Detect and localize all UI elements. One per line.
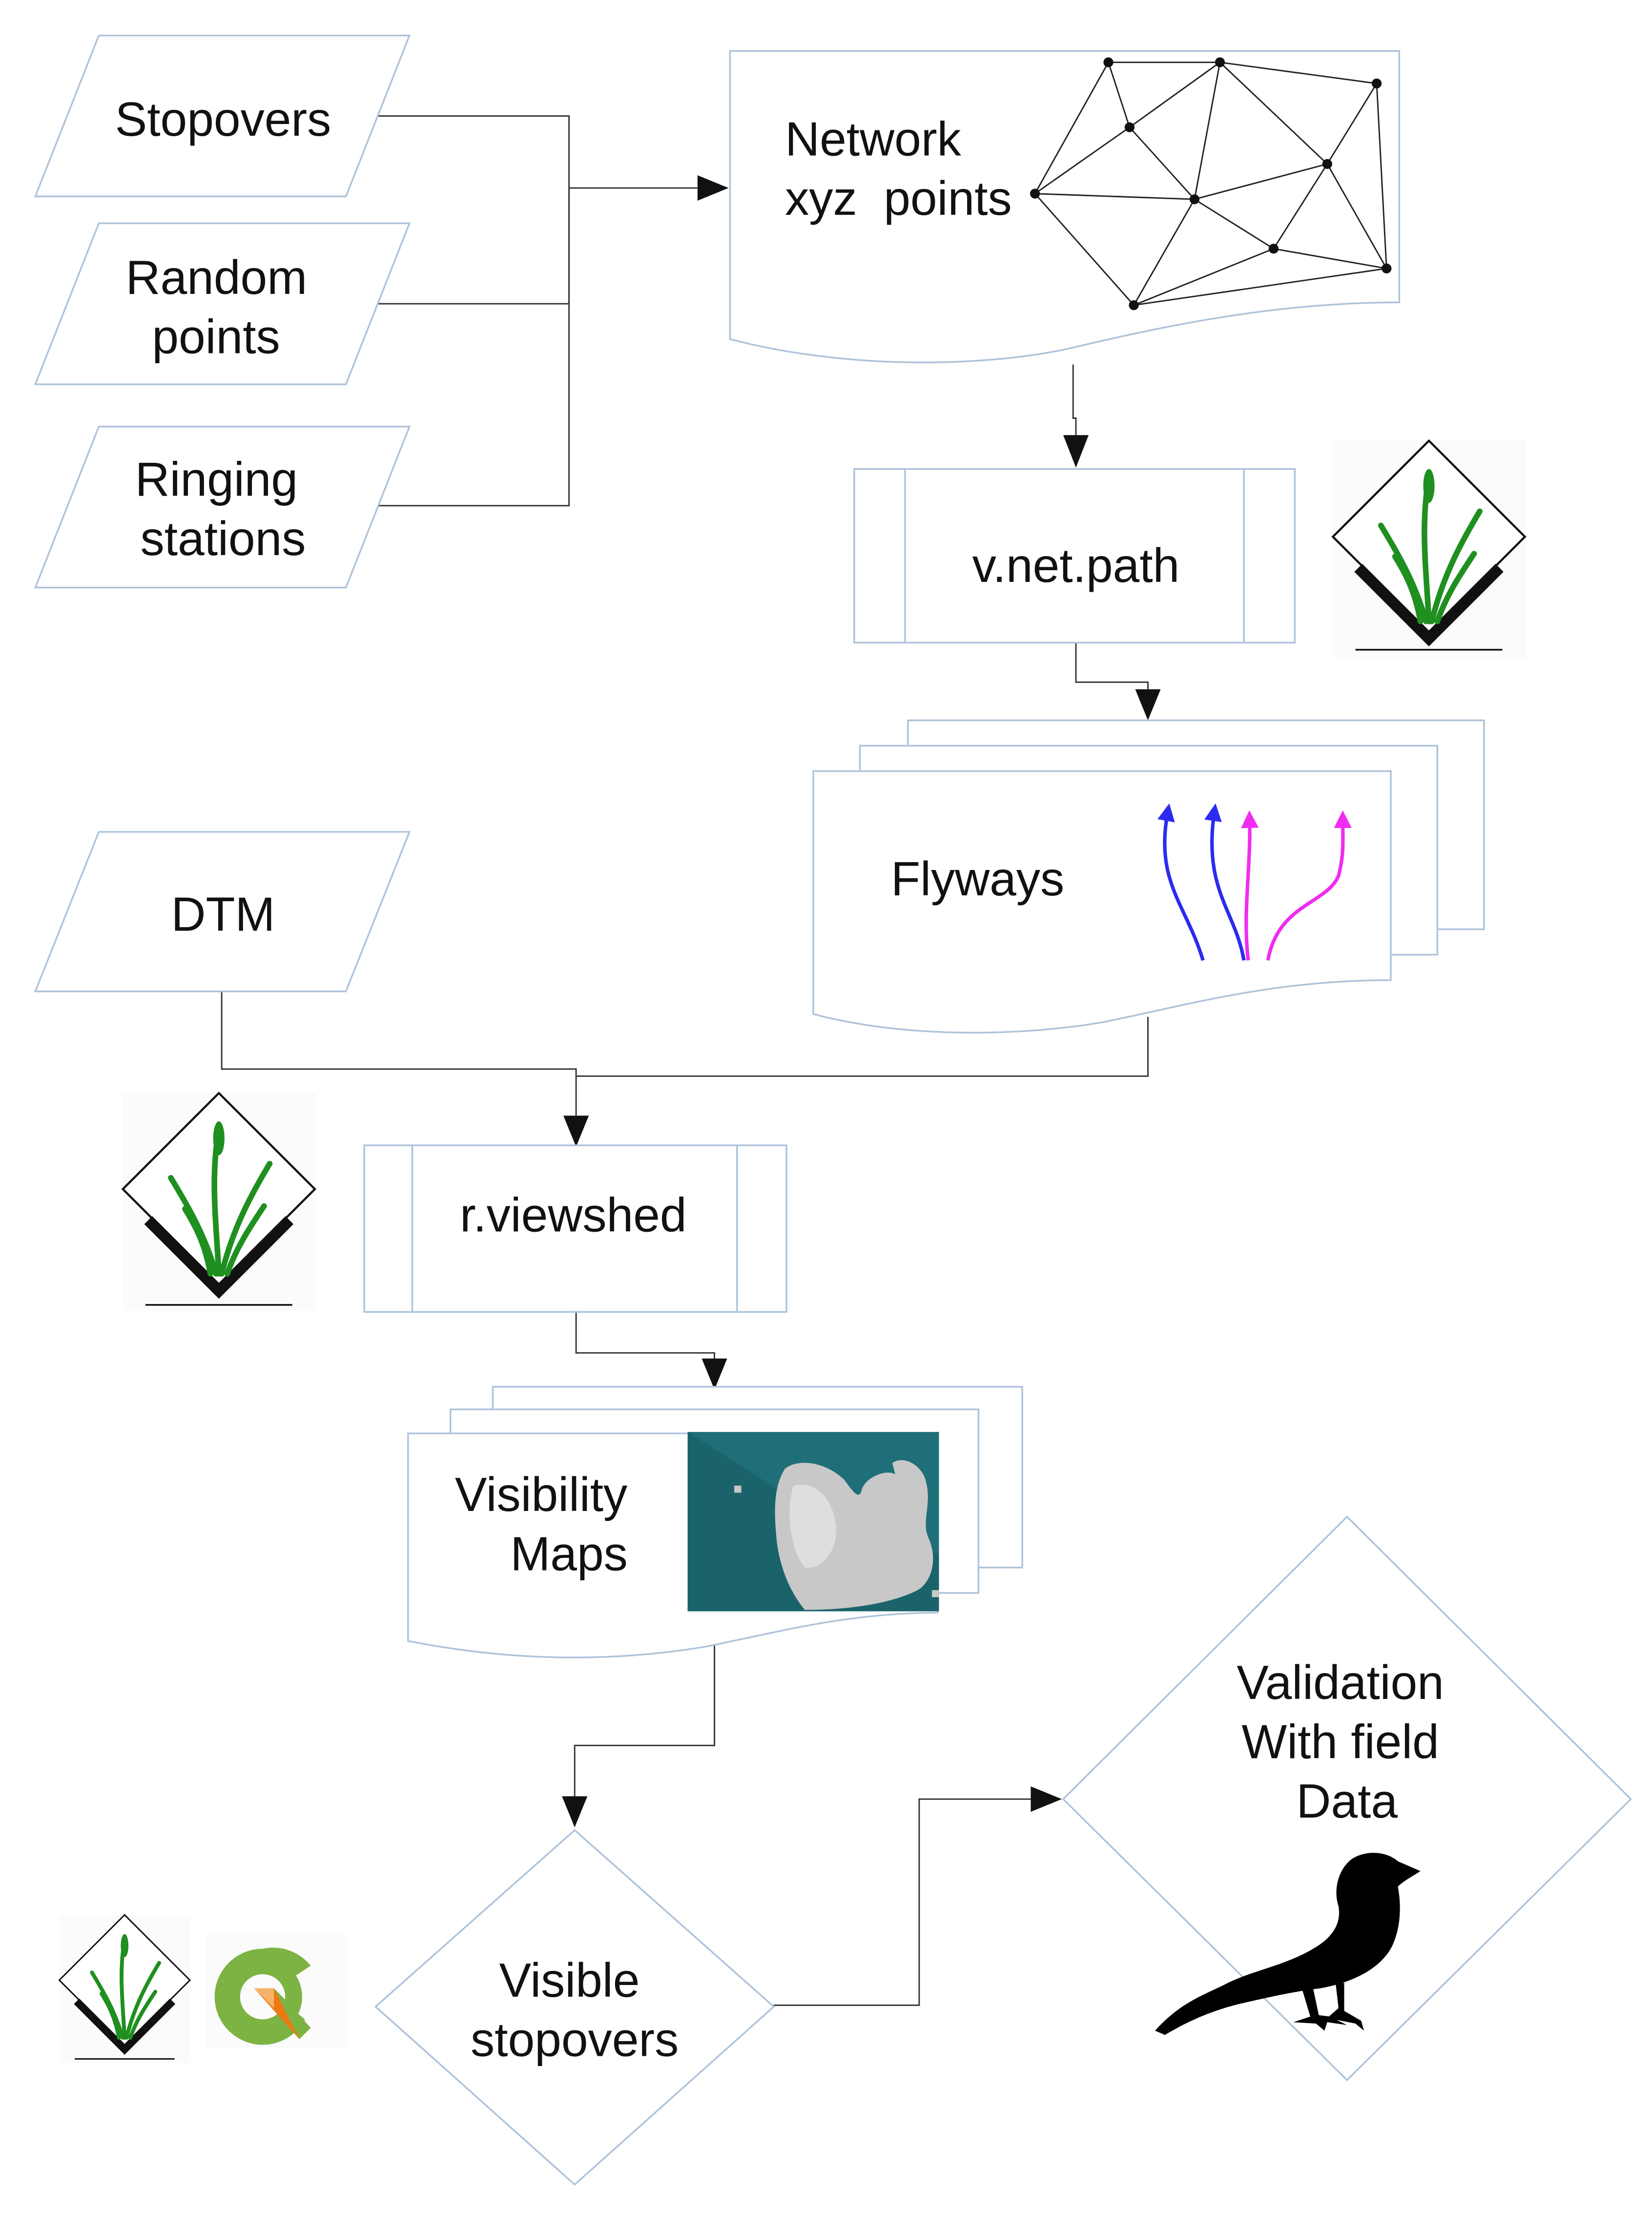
input-random-points: Random points xyxy=(34,222,411,385)
connector-ringing-stations xyxy=(372,188,570,507)
svg-text:Network xyz points: Network xyz points xyxy=(785,112,1012,225)
network-label-line1: Network xyxy=(785,112,961,166)
random-points-label-line1: Random xyxy=(125,250,307,304)
network-graph-icon xyxy=(1034,62,1387,306)
validation-label-line2: With field xyxy=(1241,1715,1439,1768)
svg-text:Random points: Random points xyxy=(125,250,320,363)
svg-text:Ringing stations: Ringing stations xyxy=(135,453,311,565)
connector-visible-to-validation xyxy=(773,1798,1031,2006)
visibility-maps-label-line1: Visibility xyxy=(455,1468,627,1521)
validation-label-line3: Data xyxy=(1296,1774,1398,1828)
process-rviewshed: r.viewshed xyxy=(363,1144,787,1313)
visible-stopovers-label-line1: Visible xyxy=(499,1953,640,2007)
stopovers-label: Stopovers xyxy=(115,92,331,146)
connector-flyways-to-rviewshed xyxy=(576,1016,1149,1077)
grass-gis-logo-icon xyxy=(121,1091,317,1311)
connector-dtm xyxy=(221,991,577,1116)
input-stopovers: Stopovers xyxy=(34,34,411,198)
connector-network-to-vnetpath xyxy=(1072,364,1077,435)
ringing-stations-label-line1: Ringing xyxy=(135,453,298,506)
flyways-label: Flyways xyxy=(891,852,1064,906)
decision-validation: Validation With field Data xyxy=(1062,1515,1632,2082)
process-vnetpath: v.net.path xyxy=(853,468,1296,644)
connector-vnetpath-to-flyways xyxy=(1075,642,1149,689)
visible-stopovers-label-line2: stopovers xyxy=(471,2013,679,2067)
connectors xyxy=(221,115,1149,2006)
decision-visible-stopovers: Visible stopovers xyxy=(374,1829,775,2186)
connector-maps-to-visible xyxy=(574,1638,715,1797)
bird-silhouette-icon xyxy=(1155,1853,1421,2035)
viewshed-map-icon xyxy=(687,1432,939,1612)
grass-gis-logo-icon xyxy=(58,1914,191,2063)
connector-arrowheads xyxy=(562,175,1161,1828)
qgis-logo-icon xyxy=(206,1934,348,2048)
dtm-label: DTM xyxy=(171,887,275,941)
vnetpath-label: v.net.path xyxy=(972,538,1180,592)
svg-text:Validation With field: Validation With field Data xyxy=(1237,1655,1457,1828)
ringing-stations-label-line2: stations xyxy=(141,512,306,565)
input-dtm: DTM xyxy=(34,831,411,993)
flyways-document-stack: Flyways xyxy=(812,719,1485,1034)
svg-text:Visible stopovers: Visible stopovers xyxy=(471,1953,679,2066)
visibility-maps-label-line2: Maps xyxy=(510,1527,627,1581)
connector-stopovers xyxy=(372,115,570,188)
network-nodes xyxy=(1030,57,1392,310)
random-points-label-line2: points xyxy=(152,310,280,363)
flyways-arrows-icon xyxy=(1157,803,1352,961)
connector-random-points xyxy=(372,188,570,305)
svg-text:Visibility Maps: Visibility Maps xyxy=(455,1468,641,1580)
network-label-line2: xyz points xyxy=(785,171,1012,225)
connector-rviewshed-to-maps xyxy=(575,1312,715,1359)
visibility-maps-document-stack: Visibility Maps xyxy=(407,1386,1023,1659)
grass-gis-logo-icon xyxy=(1331,439,1527,659)
validation-label-line1: Validation xyxy=(1237,1655,1444,1709)
input-ringing-stations: Ringing stations xyxy=(34,426,411,589)
rviewshed-label: r.viewshed xyxy=(460,1188,687,1241)
network-document: Network xyz points xyxy=(729,50,1401,364)
